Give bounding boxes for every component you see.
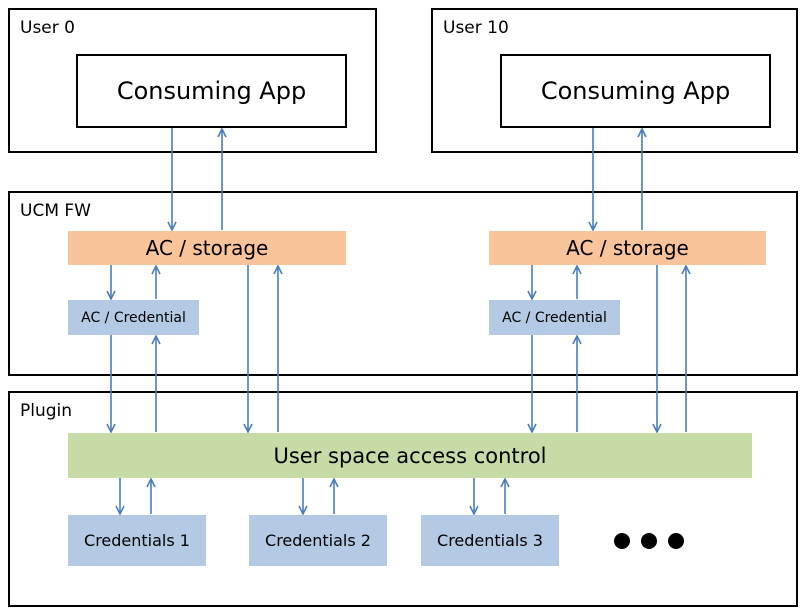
user-0-label: User 0	[20, 18, 75, 38]
consuming-app-user-10: Consuming App	[500, 54, 771, 128]
ellipsis-dot-1	[614, 533, 630, 549]
user-space-access-control: User space access control	[68, 433, 752, 478]
ucm-fw-frame: UCM FW	[8, 191, 798, 376]
ellipsis-dot-2	[641, 533, 657, 549]
plugin-label: Plugin	[20, 401, 73, 421]
ucm-fw-label: UCM FW	[20, 201, 91, 221]
user-10-label: User 10	[443, 18, 509, 38]
ac-storage-right: AC / storage	[489, 231, 766, 265]
credentials-1: Credentials 1	[68, 515, 206, 566]
consuming-app-user-0: Consuming App	[76, 54, 347, 128]
credentials-3: Credentials 3	[421, 515, 559, 566]
plugin-frame: Plugin	[8, 391, 798, 607]
ac-storage-left: AC / storage	[68, 231, 346, 265]
ellipsis-dot-3	[668, 533, 684, 549]
ac-credential-left: AC / Credential	[68, 300, 199, 335]
ac-credential-right: AC / Credential	[489, 300, 620, 335]
credentials-2: Credentials 2	[249, 515, 387, 566]
